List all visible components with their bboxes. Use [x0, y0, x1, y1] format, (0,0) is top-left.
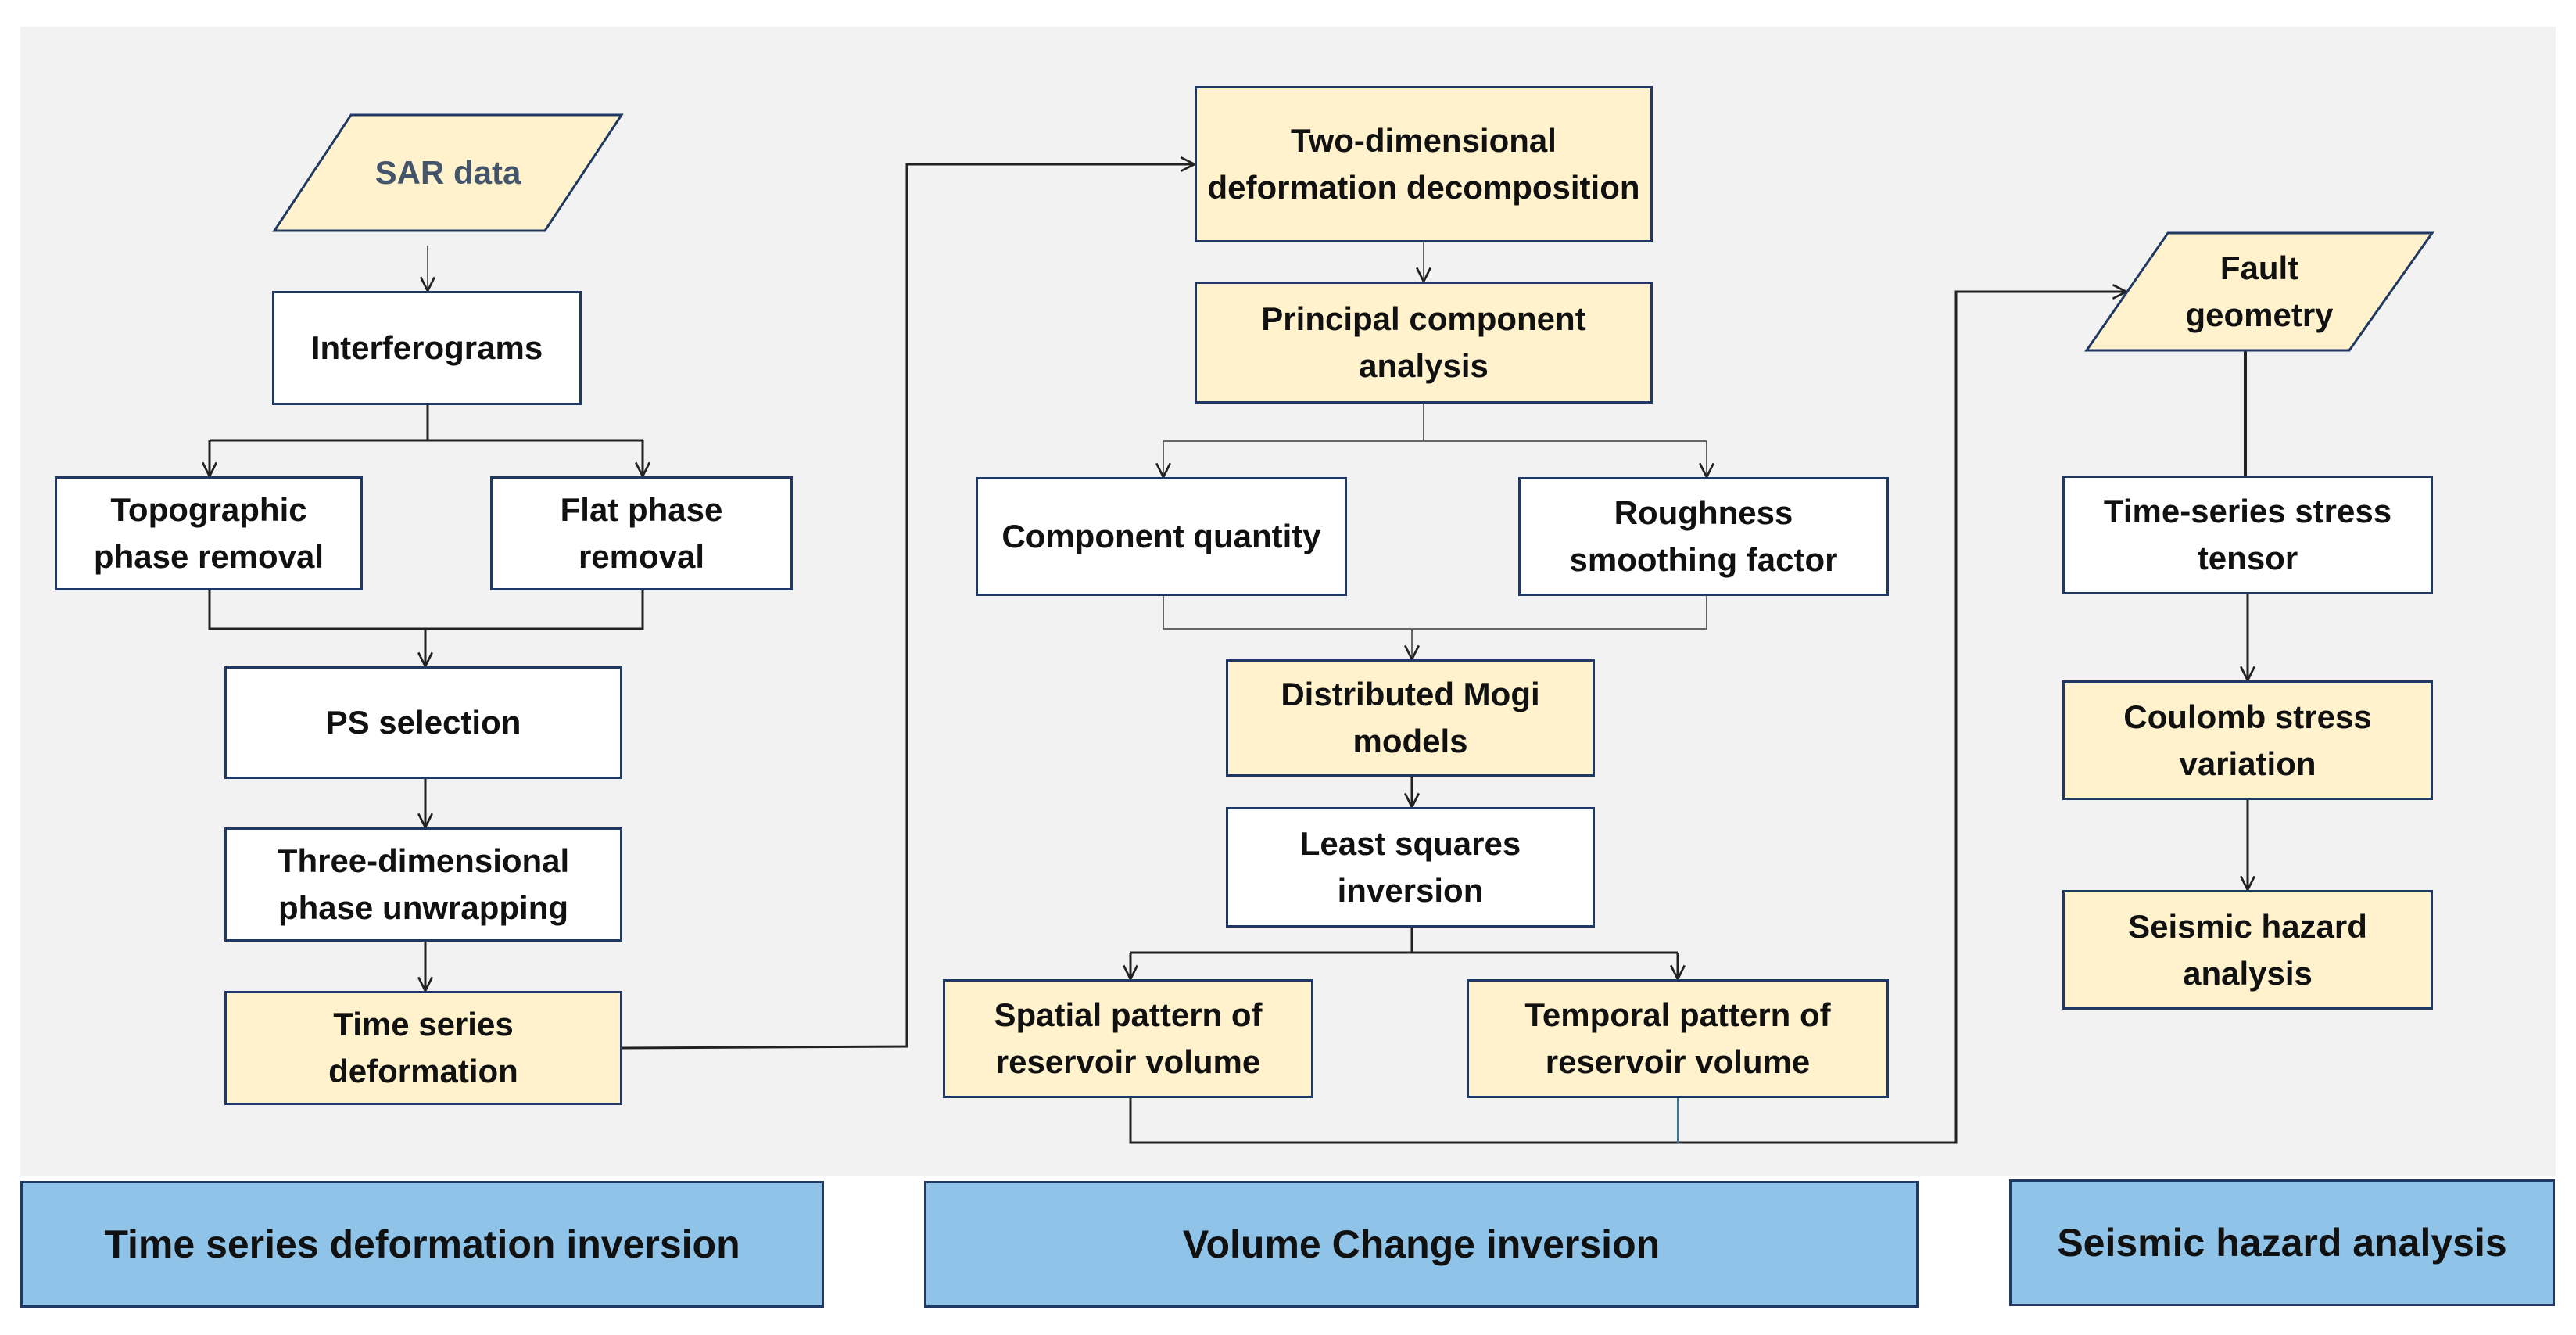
fault-geometry-node: Fault geometry [2084, 231, 2434, 352]
ts-deformation-box: Time series deformation [224, 991, 622, 1105]
coulomb-box: Coulomb stress variation [2062, 680, 2433, 800]
component-quantity-box: Component quantity [976, 477, 1347, 596]
arrow-merge-to-mogi [1163, 596, 1707, 659]
mogi-box: Distributed Mogi models [1226, 659, 1595, 777]
arrow-pca-branch [1163, 404, 1707, 442]
arrow-least-squares-branch [1130, 928, 1678, 954]
flat-removal-box: Flat phase removal [490, 476, 793, 590]
parallelogram-shape [2084, 231, 2434, 352]
band-seismic: Seismic hazard analysis [2009, 1179, 2555, 1306]
stress-tensor-box: Time-series stress tensor [2062, 476, 2433, 594]
temporal-pattern-box: Temporal pattern of reservoir volume [1467, 979, 1889, 1098]
arrow-merge-to-ps [208, 590, 644, 666]
arrow-patterns-to-fault [1129, 292, 2126, 1144]
hazard-analysis-box: Seismic hazard analysis [2062, 890, 2433, 1010]
roughness-box: Roughness smoothing factor [1518, 477, 1889, 596]
sar-data-node: SAR data [272, 113, 624, 232]
decomposition-box: Two-dimensional deformation decompositio… [1195, 86, 1653, 242]
fault-geometry-label: Fault geometry [2185, 249, 2334, 333]
spatial-pattern-box: Spatial pattern of reservoir volume [943, 979, 1313, 1098]
sar-data-label: SAR data [374, 154, 521, 191]
phase-unwrapping-box: Three-dimensional phase unwrapping [224, 827, 622, 942]
band-volume-change: Volume Change inversion [924, 1181, 1919, 1308]
parallelogram-shape [272, 113, 624, 232]
arrow-ts-to-decomposition [622, 164, 1195, 1050]
pca-box: Principal component analysis [1195, 282, 1653, 404]
interferograms-box: Interferograms [272, 291, 582, 405]
band-time-series: Time series deformation inversion [20, 1181, 824, 1308]
ps-selection-box: PS selection [224, 666, 622, 779]
least-squares-box: Least squares inversion [1226, 807, 1595, 928]
arrow-interferograms-branch [210, 405, 643, 442]
topographic-removal-box: Topographic phase removal [55, 476, 363, 590]
